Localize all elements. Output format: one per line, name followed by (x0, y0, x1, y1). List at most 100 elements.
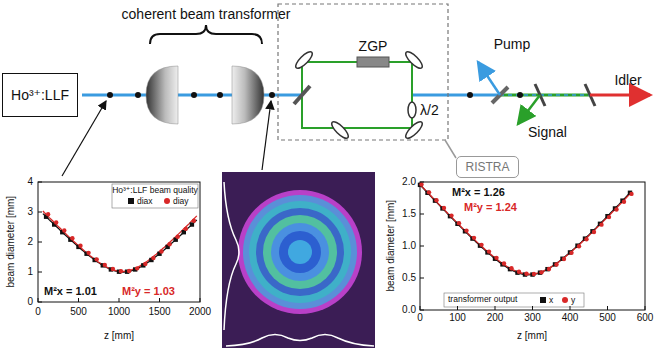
label: z [mm] (104, 330, 134, 342)
label: 0 (417, 312, 423, 324)
label: 1 (27, 266, 33, 278)
label: 1.0 (402, 240, 416, 252)
plot-mark (547, 267, 551, 271)
label: 0 (35, 306, 41, 318)
plot-mark (509, 266, 513, 270)
plot-mark (95, 257, 99, 261)
label: z [mm] (517, 330, 547, 342)
plot-mark (127, 269, 131, 273)
label: transformer output (448, 295, 517, 305)
label: 200 (487, 312, 504, 324)
label: 3 (27, 206, 33, 218)
plot-mark (479, 243, 483, 247)
plot-mark (577, 244, 581, 248)
plot-mark (420, 214, 424, 215)
plot-mark (38, 212, 42, 213)
plot-mark (629, 192, 633, 196)
plot-mark (622, 200, 626, 204)
label: 600 (637, 312, 654, 324)
plot-mark (419, 182, 423, 186)
label: λ/2 (420, 102, 439, 118)
plot-mark (420, 306, 421, 310)
plot-mark (43, 211, 197, 271)
legend-text: diay (173, 196, 189, 206)
label: 2000 (189, 306, 211, 318)
plot-mark (457, 221, 461, 225)
plot-mark (119, 269, 123, 273)
label: M²x = 1.01 (44, 285, 97, 298)
label: Signal (528, 124, 567, 140)
plot-mark (502, 261, 506, 265)
plot-mark (192, 219, 196, 223)
label: 100 (449, 312, 466, 324)
ristra-label-box: RISTRA (456, 156, 519, 178)
plot-mark (457, 306, 458, 310)
plot-mark (43, 214, 197, 272)
plot-mark (539, 270, 543, 274)
plot-mark (38, 182, 42, 183)
plot-mark (420, 310, 424, 311)
label: 400 (562, 312, 579, 324)
plot-mark (472, 236, 476, 240)
label: 1000 (108, 306, 130, 318)
plot-mark (420, 185, 630, 275)
label: 2 (27, 236, 33, 248)
plot-mark (524, 272, 528, 276)
label: coherent beam transformer (122, 6, 291, 22)
plot-mark (111, 267, 115, 271)
plot-mark (614, 207, 618, 211)
plot-mark (62, 228, 66, 232)
legend-item: diay (164, 196, 189, 206)
label: M²y = 1.24 (464, 201, 517, 214)
plot-mark (143, 262, 147, 266)
plot-mark (599, 222, 603, 226)
square-marker (128, 198, 134, 204)
label: Pump (494, 36, 531, 52)
plot-mark (70, 236, 74, 240)
plot-mark (487, 249, 491, 253)
plot-mark (151, 256, 155, 260)
plot-mark (570, 306, 571, 310)
plot-mark (434, 198, 438, 202)
plot-mark (427, 190, 431, 194)
label: 1500 (148, 306, 170, 318)
legend-item: diax (128, 196, 153, 206)
plot-mark (103, 263, 107, 267)
label: 500 (599, 312, 616, 324)
plot-mark (200, 298, 201, 302)
plot-mark (184, 227, 188, 231)
plot-mark (38, 298, 39, 302)
node-text: RISTRA (465, 160, 509, 174)
circle-marker (164, 198, 170, 204)
plot-mark (569, 251, 573, 255)
label: Ho³⁺:LLF beam quality (112, 186, 198, 196)
plot-mark (167, 242, 171, 246)
plot-mark (46, 212, 50, 216)
legend-item: x (540, 295, 553, 305)
plot-mark (517, 270, 521, 274)
plot-mark (78, 244, 82, 248)
plot-mark (119, 298, 120, 302)
plot-mark (554, 262, 558, 266)
plot-mark (86, 251, 90, 255)
label: 300 (524, 312, 541, 324)
plot-mark (442, 206, 446, 210)
legend-item: y (562, 295, 575, 305)
plot-mark (159, 298, 160, 302)
plot-mark (562, 257, 566, 261)
label: 0.0 (402, 304, 416, 316)
circle-marker (562, 297, 568, 303)
plot-mark (607, 306, 608, 310)
label: 0.5 (402, 272, 416, 284)
plot-mark (38, 302, 42, 303)
label: beam diameter [mm] (385, 200, 397, 292)
plot-mark (420, 246, 424, 247)
plot-mark (176, 234, 180, 238)
legend-text: x (549, 295, 553, 305)
plot-mark (38, 272, 42, 273)
plot-mark (135, 266, 139, 270)
label: ZGP (359, 38, 388, 54)
label: M²x = 1.26 (452, 186, 505, 199)
